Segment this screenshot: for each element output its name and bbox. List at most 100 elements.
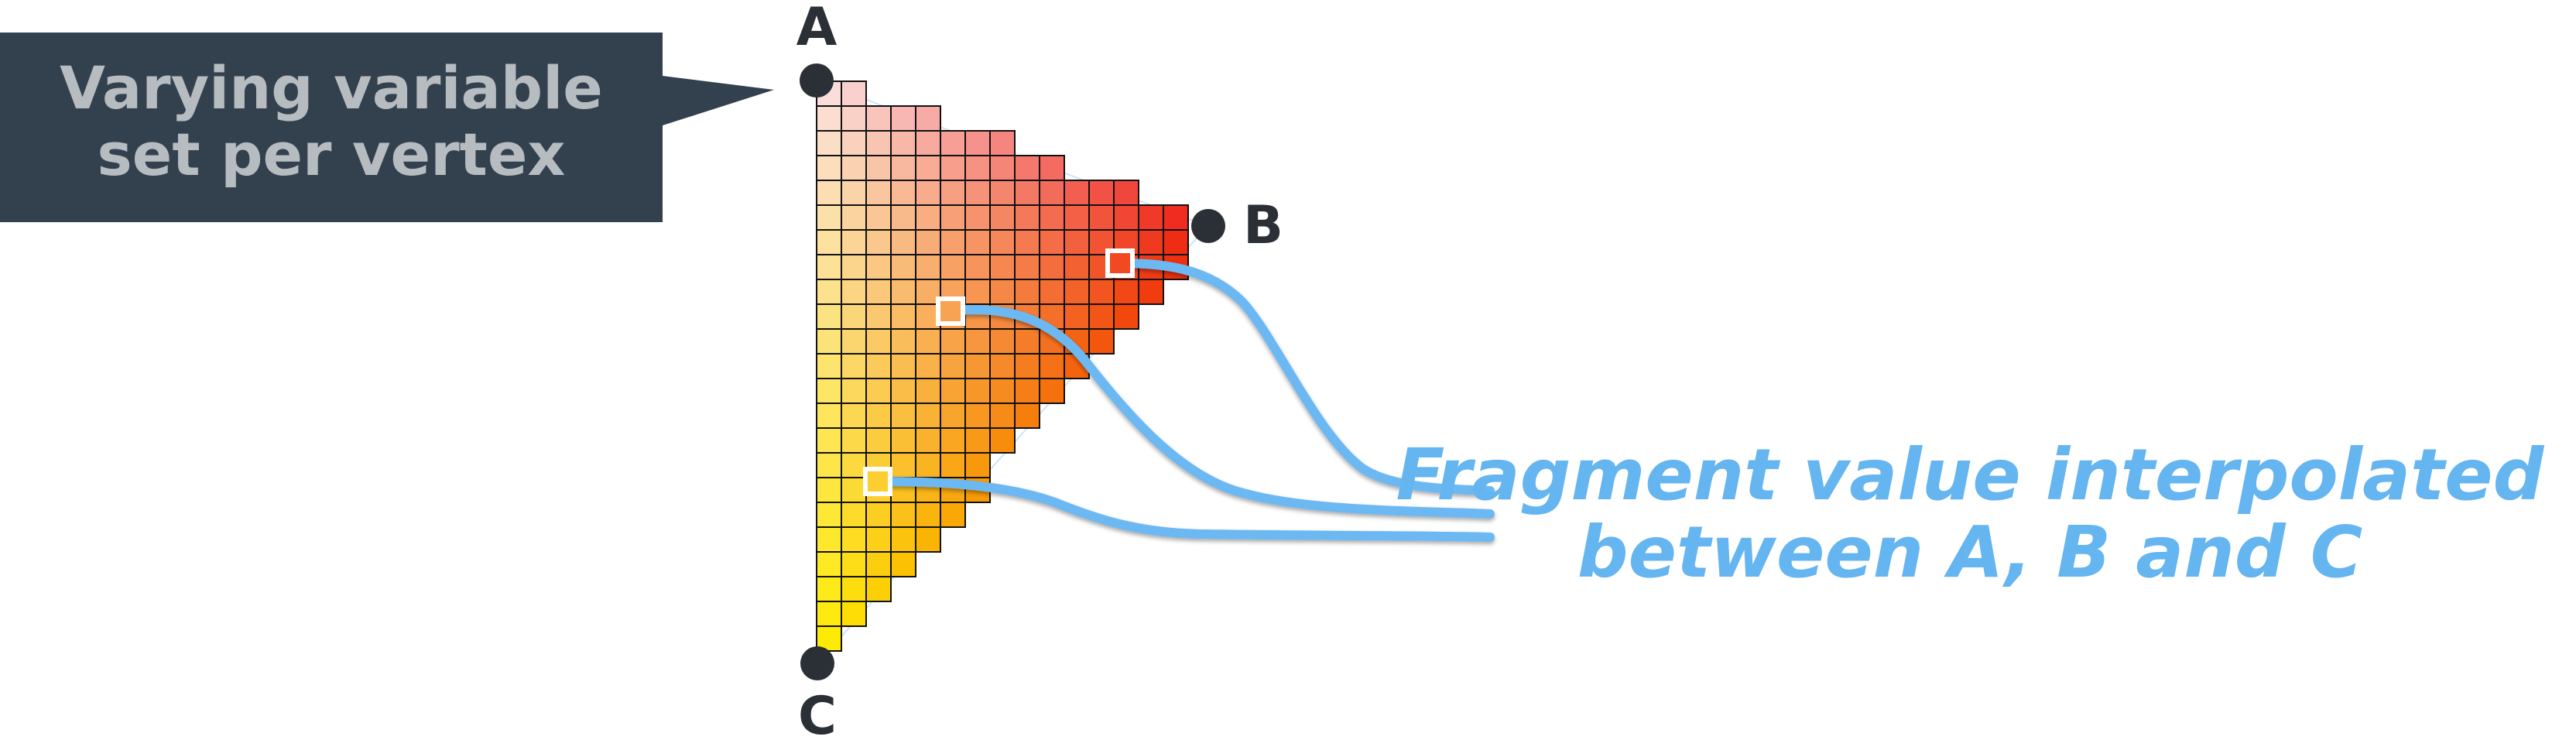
fragment-cell — [915, 130, 941, 156]
fragment-cell — [1014, 353, 1040, 379]
vertex-c-dot — [800, 646, 834, 680]
sample-fragment — [863, 467, 892, 496]
fragment-cell — [816, 279, 842, 305]
callout-box — [0, 33, 774, 222]
vertex-b-dot — [1191, 209, 1225, 243]
fragment-cell — [989, 204, 1016, 231]
fragment-cell — [1014, 254, 1040, 280]
fragment-cell — [1088, 279, 1115, 305]
fragment-cell — [915, 353, 941, 379]
fragment-cell — [865, 502, 892, 528]
connector-curve — [1116, 259, 1495, 495]
fragment-cell — [1064, 303, 1090, 330]
fragment-cell — [841, 378, 867, 404]
fragment-cell — [865, 254, 892, 280]
fragment-cell — [1039, 155, 1065, 181]
vertex-a-label: A — [796, 0, 838, 58]
fragment-cell — [1039, 254, 1065, 280]
vertex-b: B — [1191, 195, 1283, 256]
annotation-line-1: Fragment value interpolated — [1396, 433, 2544, 516]
fragment-cell — [989, 403, 1016, 429]
fragment-cell — [989, 427, 1016, 454]
fragment-cell — [890, 502, 916, 528]
fragment-cell — [865, 130, 892, 156]
fragment-cell — [841, 353, 867, 379]
fragment-cell — [940, 155, 966, 181]
fragment-cell — [940, 427, 966, 454]
fragment-cell — [1039, 204, 1065, 231]
fragment-cell — [915, 155, 941, 181]
fragment-cell — [1039, 229, 1065, 255]
fragment-cell — [1039, 378, 1065, 404]
fragment-cell — [816, 303, 842, 330]
fragment-cell — [1014, 155, 1040, 181]
fragment-grid — [816, 81, 1189, 652]
fragment-cell — [915, 502, 941, 528]
fragment-cell — [1088, 303, 1115, 330]
fragment-cell — [841, 105, 867, 132]
fragment-cell — [890, 403, 916, 429]
fragment-cell — [1064, 204, 1090, 231]
fragment-cell — [816, 576, 842, 602]
fragment-cell — [1163, 204, 1189, 231]
fragment-cell — [841, 601, 867, 627]
fragment-cell — [841, 526, 867, 553]
fragment-cell — [841, 81, 867, 107]
fragment-cell — [1163, 229, 1189, 255]
fragment-cell — [1088, 204, 1115, 231]
vertex-c-label: C — [798, 686, 837, 740]
fragment-cell — [940, 328, 966, 355]
fragment-cell — [865, 204, 892, 231]
fragment-cell — [890, 204, 916, 231]
fragment-cell — [865, 105, 892, 132]
fragment-cell — [816, 130, 842, 156]
fragment-cell — [865, 526, 892, 553]
fragment-cell — [964, 427, 991, 454]
fragment-cell — [915, 105, 941, 132]
fragment-cell — [890, 105, 916, 132]
fragment-cell — [816, 254, 842, 280]
fragment-annotation: Fragment value interpolated between A, B… — [1396, 433, 2544, 594]
fragment-cell — [841, 477, 867, 503]
fragment-cell — [890, 279, 916, 305]
fragment-cell — [816, 601, 842, 627]
fragment-cell — [816, 427, 842, 454]
fragment-cell — [940, 502, 966, 528]
fragment-cell — [1064, 254, 1090, 280]
callout-line-2: set per vertex — [98, 120, 566, 189]
annotation-line-2: between A, B and C — [1577, 511, 2363, 594]
fragment-cell — [816, 502, 842, 528]
fragment-cell — [816, 477, 842, 503]
fragment-cell — [989, 130, 1016, 156]
fragment-cell — [865, 303, 892, 330]
fragment-cell — [865, 576, 892, 602]
fragment-cell — [841, 279, 867, 305]
fragment-cell — [915, 378, 941, 404]
callout-line-1: Varying variable — [60, 53, 603, 122]
fragment-cell — [816, 353, 842, 379]
fragment-cell — [865, 155, 892, 181]
fragment-cell — [964, 452, 991, 478]
callout: Varying variable set per vertex — [0, 33, 774, 222]
fragment-cell — [1138, 229, 1164, 255]
fragment-cell — [915, 204, 941, 231]
fragment-cell — [816, 105, 842, 132]
fragment-cell — [816, 551, 842, 577]
fragment-cell — [940, 130, 966, 156]
fragment-cell — [964, 204, 991, 231]
fragment-cell — [816, 328, 842, 355]
fragment-cell — [816, 204, 842, 231]
fragment-cell — [989, 353, 1016, 379]
fragment-cell — [841, 502, 867, 528]
fragment-cell — [816, 229, 842, 255]
fragment-cell — [964, 353, 991, 379]
fragment-cell — [890, 303, 916, 330]
fragment-cell — [841, 328, 867, 355]
fragment-cell — [816, 526, 842, 553]
connector-curve — [873, 477, 1495, 542]
fragment-cell — [816, 403, 842, 429]
fragment-cell — [1064, 229, 1090, 255]
fragment-cell — [1138, 204, 1164, 231]
fragment-cell — [915, 403, 941, 429]
fragment-cell — [915, 254, 941, 280]
